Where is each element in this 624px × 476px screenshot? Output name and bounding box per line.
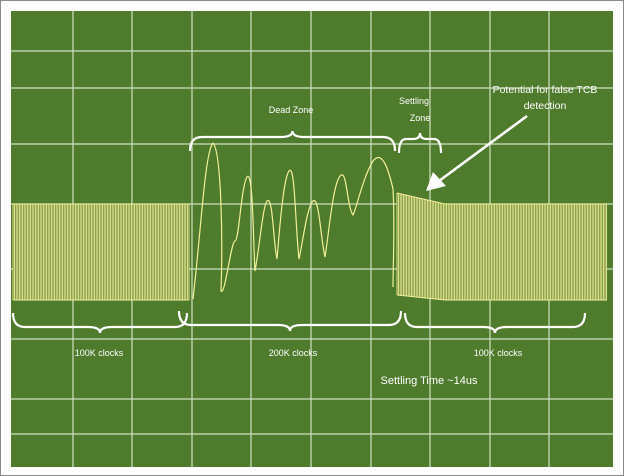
right-clocks-label: 100K clocks bbox=[474, 348, 523, 358]
scope-grid bbox=[11, 11, 613, 467]
left-clocks-label: 100K clocks bbox=[75, 348, 124, 358]
false-tcb-arrow bbox=[426, 114, 528, 191]
dead-zone-ringing-waveform bbox=[192, 142, 395, 300]
settling-zone-label-line1: Settling bbox=[399, 96, 429, 106]
settling-zone-label-line2: Zone bbox=[410, 113, 431, 123]
right-clocks-brace bbox=[403, 312, 587, 334]
dead-zone-label: Dead Zone bbox=[269, 105, 314, 115]
false-tcb-label-line1: Potential for false TCB bbox=[493, 84, 598, 96]
settling-time-label: Settling Time ~14us bbox=[381, 375, 478, 387]
left-clocks-brace bbox=[11, 312, 189, 334]
signal-settling-and-stable-right bbox=[396, 192, 608, 301]
middle-clocks-label: 200K clocks bbox=[269, 348, 318, 358]
middle-clocks-brace bbox=[177, 310, 403, 332]
signal-stable-left bbox=[12, 203, 190, 301]
false-tcb-label-line2: detection bbox=[524, 100, 567, 112]
dead-zone-brace bbox=[188, 130, 397, 152]
settling-zone-brace bbox=[397, 132, 443, 154]
